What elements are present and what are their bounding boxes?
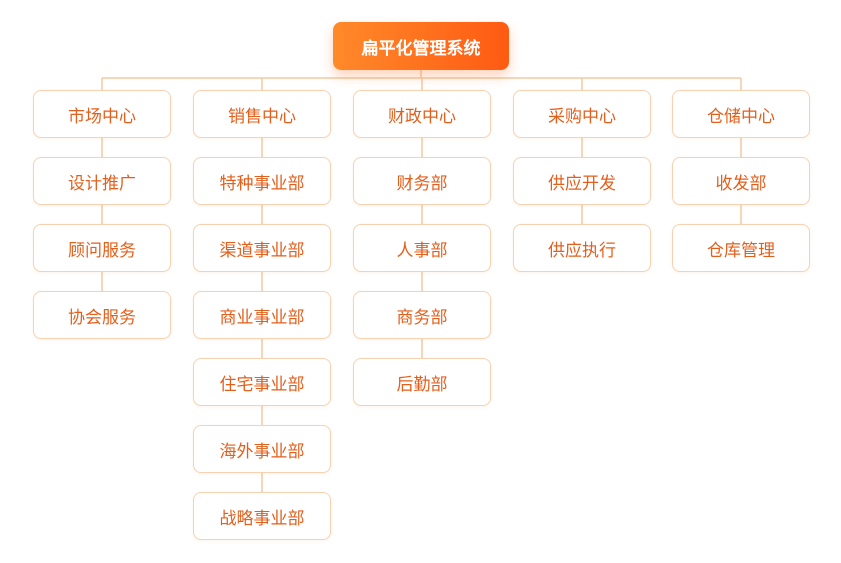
- center-head-node: 市场中心: [33, 90, 171, 138]
- department-node: 商业事业部: [193, 291, 331, 339]
- center-head-node: 财政中心: [353, 90, 491, 138]
- department-node: 后勤部: [353, 358, 491, 406]
- department-node: 供应执行: [513, 224, 651, 272]
- department-node: 仓库管理: [672, 224, 810, 272]
- center-head-node: 销售中心: [193, 90, 331, 138]
- department-node: 财务部: [353, 157, 491, 205]
- department-node: 特种事业部: [193, 157, 331, 205]
- root-node: 扁平化管理系统: [333, 22, 509, 70]
- department-node: 顾问服务: [33, 224, 171, 272]
- department-node: 海外事业部: [193, 425, 331, 473]
- department-node: 战略事业部: [193, 492, 331, 540]
- department-node: 人事部: [353, 224, 491, 272]
- department-node: 收发部: [672, 157, 810, 205]
- department-node: 商务部: [353, 291, 491, 339]
- department-node: 设计推广: [33, 157, 171, 205]
- department-node: 渠道事业部: [193, 224, 331, 272]
- department-node: 供应开发: [513, 157, 651, 205]
- department-node: 协会服务: [33, 291, 171, 339]
- department-node: 住宅事业部: [193, 358, 331, 406]
- center-head-node: 采购中心: [513, 90, 651, 138]
- center-head-node: 仓储中心: [672, 90, 810, 138]
